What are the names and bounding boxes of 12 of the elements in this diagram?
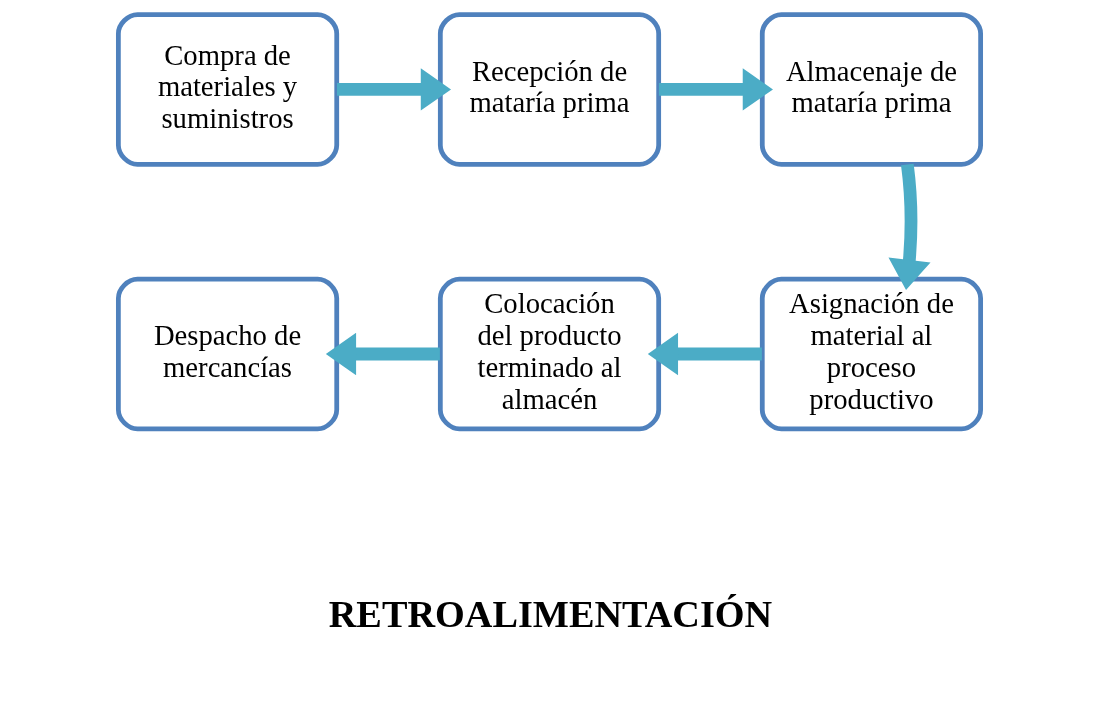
- arrow: [888, 163, 931, 291]
- arrow: [658, 68, 773, 111]
- node-box: Asignación de material al proceso productivo: [759, 276, 983, 432]
- node-box: Almacenaje de mataría prima: [759, 12, 983, 167]
- arrow: [325, 332, 440, 376]
- arrow: [647, 332, 762, 376]
- node-box: Recepción de mataría prima: [437, 12, 662, 167]
- node-box: Despacho de mercancías: [116, 276, 340, 432]
- node-box: Colocación del producto terminado al almacén: [437, 276, 662, 432]
- label: RETROALIMENTACIÓN: [328, 592, 773, 635]
- arrow: [336, 68, 452, 111]
- node-box: Compra de materiales y suministros: [116, 12, 340, 167]
